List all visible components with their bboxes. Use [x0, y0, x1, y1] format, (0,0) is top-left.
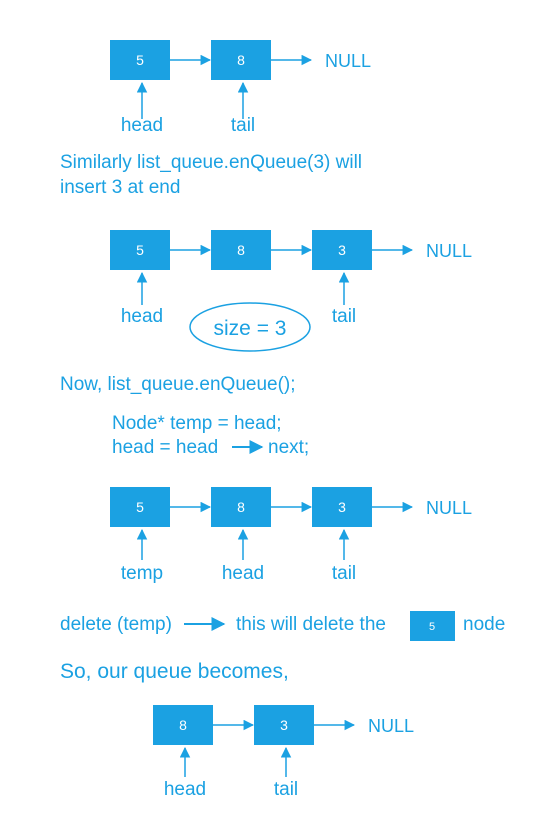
- node-box: [110, 40, 170, 80]
- inline-node-box: [410, 611, 455, 641]
- node-box: [211, 230, 271, 270]
- pointer-label-head: head: [121, 115, 163, 136]
- list-diagram-initial: 5 8 NULL head tail: [110, 40, 371, 136]
- pointer-label-head: head: [164, 779, 206, 800]
- code-line-2-left: head = head: [112, 437, 218, 458]
- node-value: 8: [237, 52, 245, 68]
- inline-node-value: 5: [429, 621, 435, 633]
- code-line-2-right: next;: [268, 437, 309, 458]
- node-value: 5: [136, 242, 144, 258]
- dequeue-caption: Now, list_queue.enQueue();: [60, 374, 296, 395]
- enqueue-caption-line-2: insert 3 at end: [60, 177, 180, 198]
- node-value: 8: [179, 717, 187, 733]
- pointer-label-tail: tail: [332, 563, 356, 584]
- node-box: [312, 487, 372, 527]
- null-label: NULL: [426, 498, 472, 518]
- list-diagram-dequeue: 5 8 3 NULL temp head tail: [110, 487, 472, 584]
- pointer-label-tail: tail: [274, 779, 298, 800]
- node-value: 5: [136, 52, 144, 68]
- node-box: [110, 487, 170, 527]
- node-value: 3: [280, 717, 288, 733]
- node-value: 3: [338, 499, 346, 515]
- pointer-label-tail: tail: [332, 306, 356, 327]
- list-diagram-after-enqueue: 5 8 3 NULL head tail: [110, 230, 472, 327]
- null-label: NULL: [426, 241, 472, 261]
- delete-node-word: node: [463, 614, 505, 635]
- null-label: NULL: [368, 716, 414, 736]
- node-value: 8: [237, 499, 245, 515]
- pointer-label-tail: tail: [231, 115, 255, 136]
- size-ellipse: [189, 302, 311, 352]
- node-box: [110, 230, 170, 270]
- node-box: [312, 230, 372, 270]
- code-line-1: Node* temp = head;: [112, 413, 282, 434]
- pointer-label-head: head: [222, 563, 264, 584]
- node-value: 8: [237, 242, 245, 258]
- node-box: [211, 487, 271, 527]
- null-label: NULL: [325, 51, 371, 71]
- delete-explanation: this will delete the: [236, 614, 386, 635]
- list-diagram-result: 8 3 NULL head tail: [153, 705, 414, 800]
- node-box: [153, 705, 213, 745]
- node-value: 3: [338, 242, 346, 258]
- delete-text: delete (temp): [60, 614, 172, 635]
- pointer-label-head: head: [121, 306, 163, 327]
- node-value: 5: [136, 499, 144, 515]
- enqueue-caption-line-1: Similarly list_queue.enQueue(3) will: [60, 152, 362, 173]
- result-caption: So, our queue becomes,: [60, 660, 289, 683]
- node-box: [254, 705, 314, 745]
- pointer-label-temp: temp: [121, 563, 163, 584]
- size-label: size = 3: [214, 317, 287, 340]
- node-box: [211, 40, 271, 80]
